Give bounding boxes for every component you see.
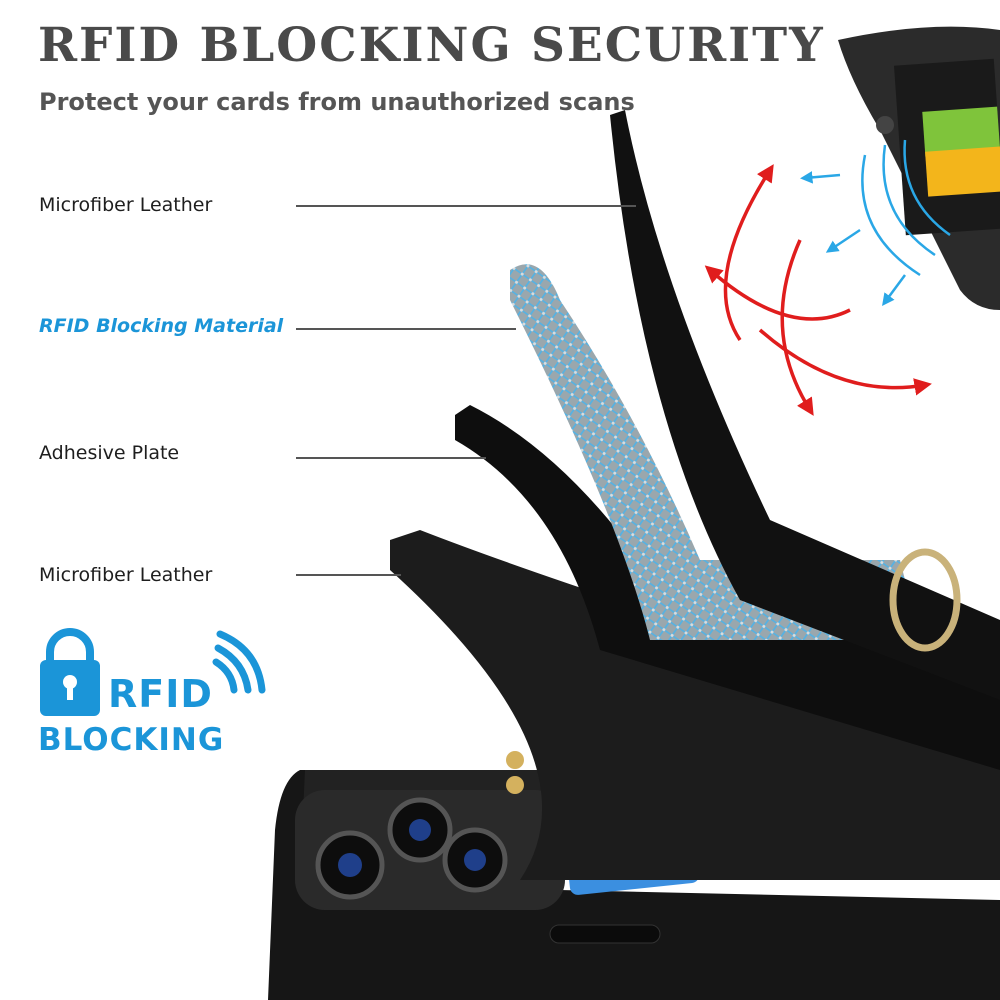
layer-label-inner-leather: Microfiber Leather <box>39 564 213 586</box>
rfid-badge <box>40 628 266 716</box>
layer-label-outer-leather: Microfiber Leather <box>39 194 213 216</box>
blocked-signal-arrows <box>704 164 932 416</box>
wallet-layers-image <box>390 110 1000 880</box>
padlock-icon <box>40 628 100 716</box>
phone-case-image <box>268 751 1000 1000</box>
layer-label-rfid-material: RFID Blocking Material <box>39 315 284 337</box>
badge-rfid-text: RFID <box>108 672 213 716</box>
page-title: RFID BLOCKING SECURITY <box>38 18 825 73</box>
leader-line <box>296 457 486 459</box>
pos-terminal-image <box>838 26 1000 311</box>
badge-blocking-text: BLOCKING <box>38 722 225 758</box>
leader-line <box>296 205 636 207</box>
leader-line <box>296 574 401 576</box>
leader-line <box>296 328 516 330</box>
layer-label-adhesive-plate: Adhesive Plate <box>39 442 180 464</box>
page-subtitle: Protect your cards from unauthorized sca… <box>39 88 635 116</box>
scan-signal-arrows <box>800 139 951 307</box>
wireless-signal-icon <box>212 630 266 694</box>
